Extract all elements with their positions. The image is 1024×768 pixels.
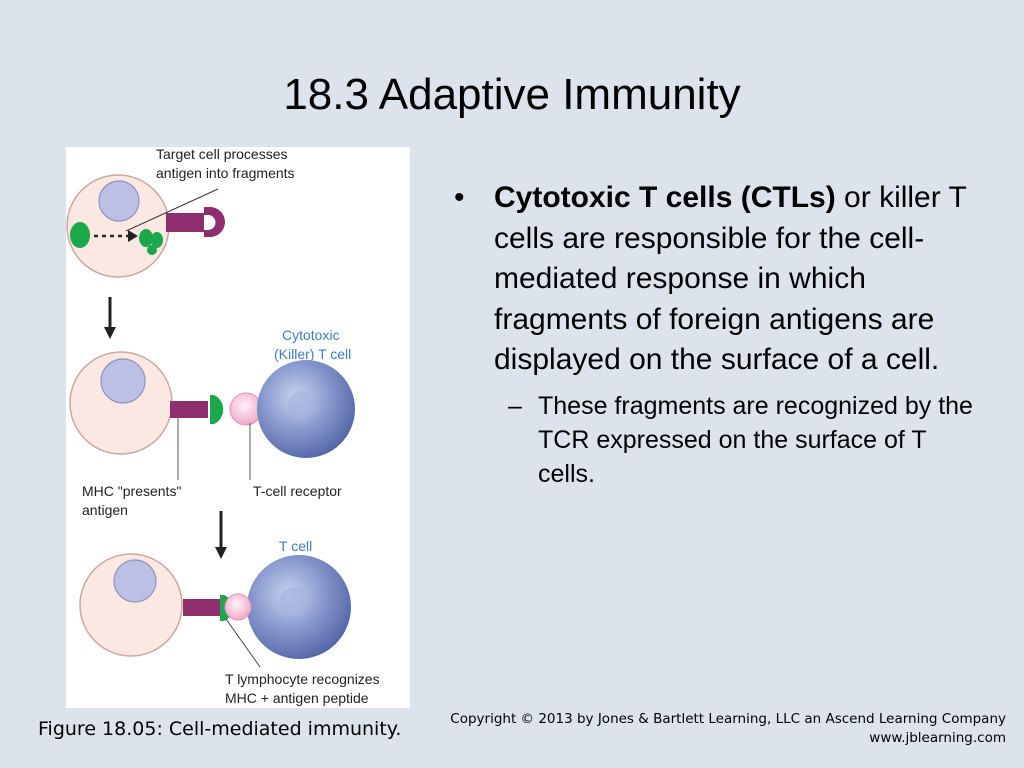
label-mhc-line1: MHC "presents" [82,483,181,499]
sub-bullet-marker: – [508,391,522,420]
mhc-2 [170,401,208,418]
label-target-line2: antigen into fragments [156,165,295,181]
nucleus-3 [113,559,157,603]
label-tcr: T-cell receptor [253,483,342,499]
antigen-presented-2 [210,395,224,424]
bullet-list: • Cytotoxic T cells (CTLs) or killer T c… [448,178,988,491]
bullet-item: • Cytotoxic T cells (CTLs) or killer T c… [448,178,988,381]
figure-cell-mediated-immunity: Target cell processes antigen into fragm… [66,147,410,708]
copyright-notice: Copyright © 2013 by Jones & Bartlett Lea… [450,710,1006,748]
nucleus-2 [100,358,146,404]
label-tcell: T cell [279,538,312,554]
copyright-line: Copyright © 2013 by Jones & Bartlett Lea… [450,711,1006,727]
label-target-line1: Target cell processes [156,147,288,162]
bullet-bold-term: Cytotoxic T cells (CTLs) [494,181,836,214]
mhc-1 [166,213,204,232]
antigen-1 [70,222,90,248]
publisher-url: www.jblearning.com [869,730,1006,746]
label-cytotoxic-line1: Cytotoxic [282,327,340,343]
label-recognize-line2: MHC + antigen peptide [225,690,369,706]
fragment-1 [139,229,153,247]
bullet-marker: • [454,181,465,214]
nucleus-1 [98,180,140,222]
sub-bullet-item: – These fragments are recognized by the … [448,389,988,491]
label-cytotoxic-line2: (Killer) T cell [274,346,351,362]
bullet-text: or killer T cells are responsible for th… [494,181,967,376]
label-mhc-line2: antigen [82,502,128,518]
figure-caption: Figure 18.05: Cell-mediated immunity. [38,718,402,740]
pointer-target [125,188,219,232]
tcr-3 [224,593,252,621]
fragment-3 [147,245,157,255]
fragment-2 [151,232,163,248]
label-recognize-line1: T lymphocyte recognizes [225,671,380,687]
sub-bullet-text: These fragments are recognized by the TC… [538,391,973,488]
pointer-recognize [225,618,261,668]
slide-title: 18.3 Adaptive Immunity [283,70,741,119]
mhc-3 [183,599,223,616]
